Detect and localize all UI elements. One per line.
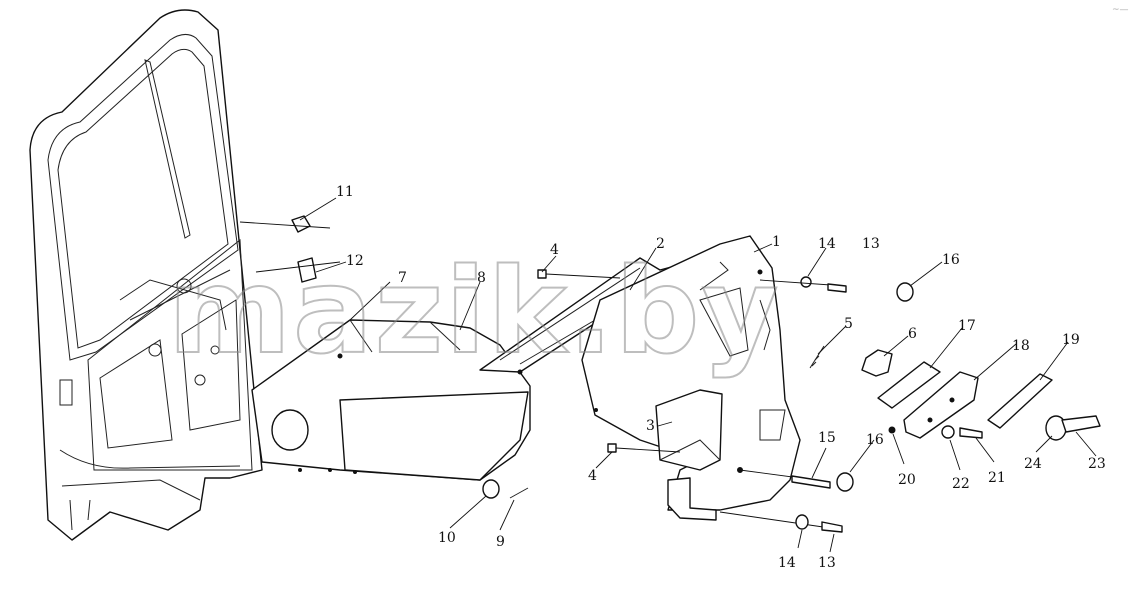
callout-13-upper: 13 — [862, 236, 880, 252]
callout-9: 9 — [496, 534, 505, 550]
door-frame — [29, 9, 263, 541]
callout-4-upper: 4 — [550, 242, 559, 258]
callout-13-lower: 13 — [818, 555, 836, 571]
part-12-bracket — [255, 257, 341, 283]
part-handle-bar — [667, 477, 717, 521]
corner-mark: ~— — [1112, 5, 1129, 15]
callout-19: 19 — [1062, 332, 1080, 348]
callout-23: 23 — [1088, 456, 1106, 472]
callout-22: 22 — [952, 476, 970, 492]
callout-leaders — [299, 197, 1097, 553]
callout-16-lower: 16 — [866, 432, 884, 448]
part-3-pocket — [655, 389, 723, 471]
callout-12: 12 — [346, 253, 364, 269]
callout-16-upper: 16 — [942, 252, 960, 268]
callout-2: 2 — [656, 236, 665, 252]
callout-1: 1 — [772, 234, 781, 250]
callout-21: 21 — [988, 470, 1006, 486]
callout-3: 3 — [646, 418, 655, 434]
part-11-clip — [239, 215, 331, 233]
callout-4-lower: 4 — [588, 468, 597, 484]
part-18-bracket — [903, 371, 979, 439]
part-17-plate — [877, 361, 941, 409]
part-19-cover — [987, 373, 1053, 429]
callout-15: 15 — [818, 430, 836, 446]
callout-5: 5 — [844, 316, 853, 332]
part-8-inner-panel — [251, 319, 531, 481]
callout-6: 6 — [908, 326, 917, 342]
callout-14-upper: 14 — [818, 236, 836, 252]
callout-14-lower: 14 — [778, 555, 796, 571]
callout-24: 24 — [1024, 456, 1042, 472]
callout-18: 18 — [1012, 338, 1030, 354]
callout-10: 10 — [438, 530, 456, 546]
callout-11: 11 — [336, 184, 354, 200]
callout-7: 7 — [398, 270, 407, 286]
callout-8: 8 — [477, 270, 486, 286]
callout-labels: 11 12 7 8 4 2 1 14 13 16 5 6 17 18 19 3 … — [336, 184, 1106, 571]
watermark: mazik.by — [168, 242, 780, 380]
fasteners — [482, 269, 983, 533]
callout-20: 20 — [898, 472, 916, 488]
part-23-24-crank — [1045, 415, 1101, 441]
callout-17: 17 — [958, 318, 976, 334]
